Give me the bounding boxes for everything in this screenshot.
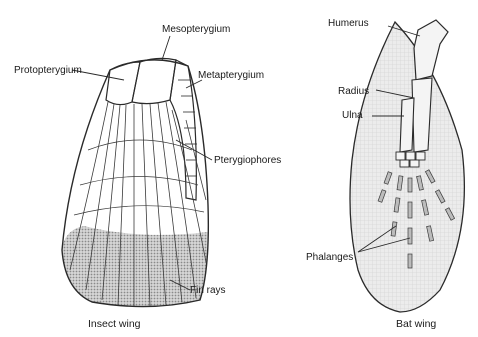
pterygiophore-joints bbox=[74, 140, 204, 215]
fin-rays-shaded-region bbox=[62, 226, 208, 307]
label-protopterygium: Protopterygium bbox=[14, 65, 82, 76]
label-humerus: Humerus bbox=[328, 18, 369, 29]
metapterygium-segments bbox=[178, 80, 197, 176]
humerus-bone bbox=[414, 20, 448, 80]
radius-bone bbox=[412, 78, 432, 152]
label-fin-rays: Fin rays bbox=[190, 285, 226, 296]
label-phalanges: Phalanges bbox=[306, 252, 353, 263]
bat-wing-drawing bbox=[350, 20, 464, 312]
label-mesopterygium: Mesopterygium bbox=[162, 24, 230, 35]
protopterygium-cartilage bbox=[106, 62, 140, 105]
caption-right: Bat wing bbox=[396, 318, 436, 330]
label-radius: Radius bbox=[338, 86, 369, 97]
label-ulna: Ulna bbox=[342, 110, 363, 121]
label-pterygiophores: Pterygiophores bbox=[214, 155, 281, 166]
ulna-bone bbox=[400, 98, 414, 152]
caption-left: Insect wing bbox=[88, 318, 141, 330]
left-fin-drawing bbox=[62, 58, 208, 306]
mesopterygium-cartilage bbox=[132, 58, 176, 103]
label-metapterygium: Metapterygium bbox=[198, 70, 264, 81]
